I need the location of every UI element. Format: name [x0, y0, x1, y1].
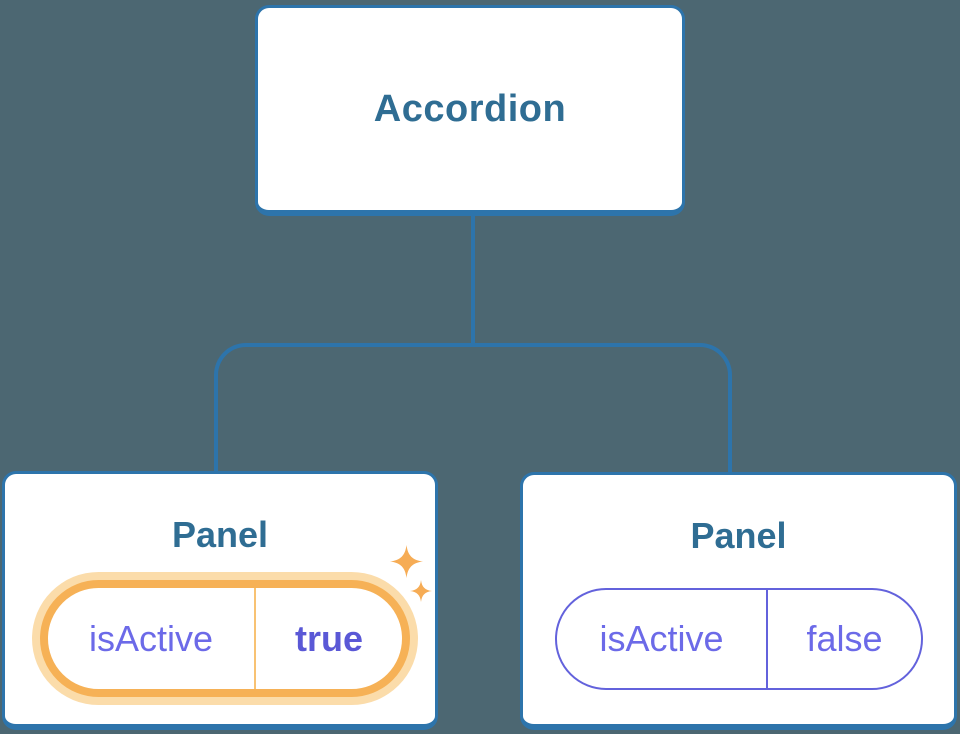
- component-label: Accordion: [373, 87, 567, 130]
- state-pill-active: isActive true: [40, 580, 410, 697]
- tree-connector-stem: [471, 214, 475, 347]
- state-value: false: [806, 618, 883, 659]
- sparkle-icon-large: [390, 545, 423, 578]
- tree-connector-bracket: [214, 343, 732, 472]
- component-label: Panel: [171, 514, 269, 555]
- component-node-panel-active: Panel isActive true: [2, 471, 438, 730]
- state-key: isActive: [48, 588, 256, 689]
- sparkle-icon-small: [410, 580, 432, 602]
- component-node-accordion: Accordion: [255, 5, 685, 216]
- component-node-panel-inactive: Panel isActive false: [520, 472, 957, 730]
- state-pill-default: isActive false: [555, 588, 923, 690]
- state-key: isActive: [557, 590, 768, 688]
- component-label: Panel: [690, 515, 787, 556]
- state-value: true: [294, 617, 363, 659]
